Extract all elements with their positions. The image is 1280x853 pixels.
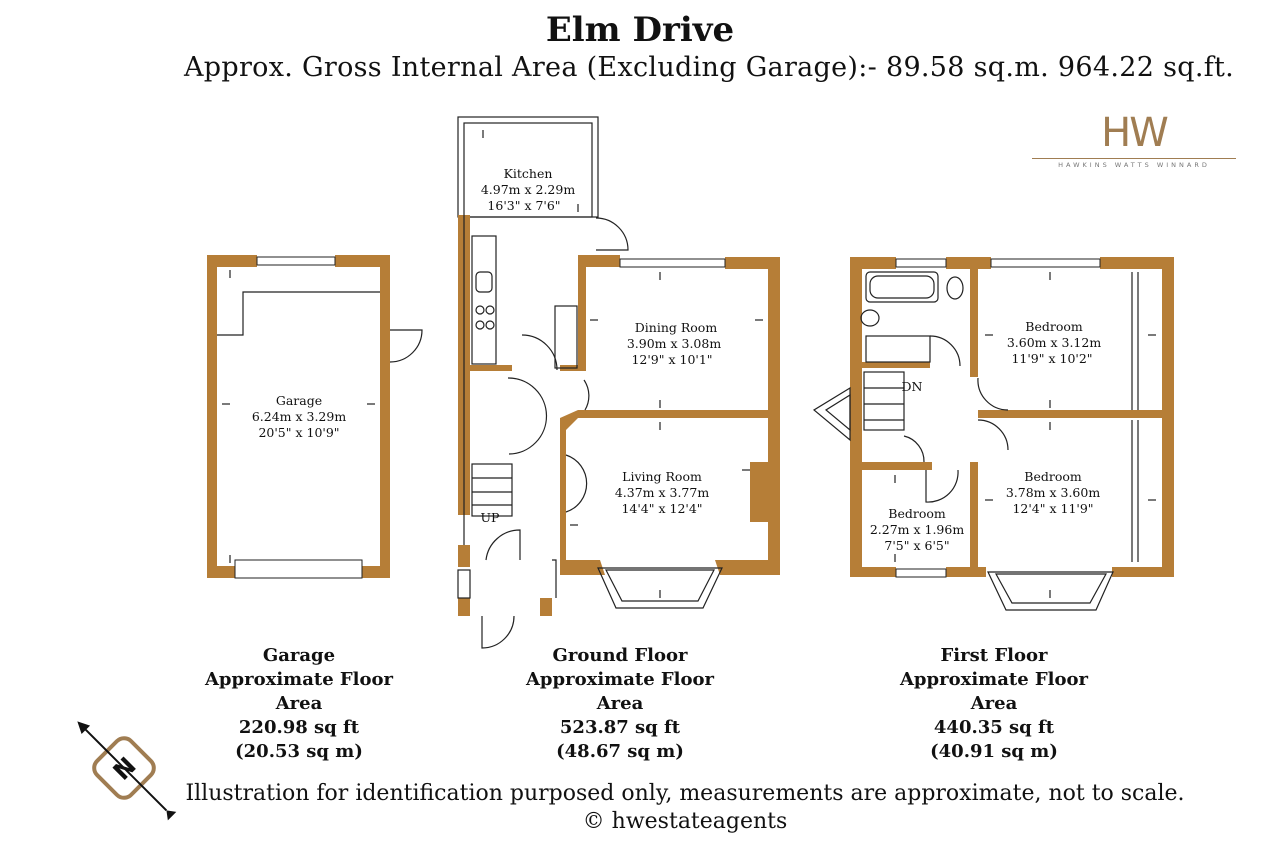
kitchen-name: Kitchen <box>504 166 553 181</box>
first-floor-plan <box>812 257 1174 611</box>
ground-caption-label: Approximate Floor Area <box>525 669 715 714</box>
garage-metric: 6.24m x 3.29m <box>252 409 347 424</box>
garage-caption-title: Garage <box>262 645 336 666</box>
first-caption-label: Approximate Floor Area <box>899 669 1089 714</box>
bedroom3-imperial: 7'5" x 6'5" <box>884 538 949 553</box>
garage-plan <box>207 255 423 579</box>
dining-imperial: 12'9" x 10'1" <box>631 352 712 367</box>
bedroom3-metric: 2.27m x 1.96m <box>870 522 965 537</box>
disclaimer-text: Illustration for identification purposed… <box>185 781 1185 806</box>
kitchen-imperial: 16'3" x 7'6" <box>487 198 560 213</box>
dining-name: Dining Room <box>635 320 718 335</box>
living-name: Living Room <box>622 469 702 484</box>
plan-title: Elm Drive <box>545 10 735 50</box>
bedroom2-imperial: 12'4" x 11'9" <box>1012 501 1093 516</box>
garage-caption-label: Approximate Floor Area <box>204 669 394 714</box>
agency-logo: HW HAWKINS WATTS WINNARD <box>1032 110 1236 169</box>
copyright-text: © hwestateagents <box>582 809 788 834</box>
kitchen-metric: 4.97m x 2.29m <box>481 182 576 197</box>
first-caption-title: First Floor <box>940 645 1048 666</box>
garage-imperial: 20'5" x 10'9" <box>258 425 339 440</box>
bedroom3-name: Bedroom <box>888 506 946 521</box>
garage-caption-sqft: 220.98 sq ft <box>238 717 360 738</box>
stairs-down-label: DN <box>902 379 923 394</box>
ground-caption-sqft: 523.87 sq ft <box>559 717 681 738</box>
bedroom2-name: Bedroom <box>1024 469 1082 484</box>
living-imperial: 14'4" x 12'4" <box>621 501 702 516</box>
footer: Illustration for identification purposed… <box>0 780 1280 836</box>
living-metric: 4.37m x 3.77m <box>615 485 710 500</box>
ground-caption-sqm: (48.67 sq m) <box>556 741 684 762</box>
logo-text: HAWKINS WATTS WINNARD <box>1058 161 1210 169</box>
logo-mark: HW <box>1101 110 1169 156</box>
ground-caption-title: Ground Floor <box>552 645 688 666</box>
bedroom1-metric: 3.60m x 3.12m <box>1007 335 1102 350</box>
first-caption-sqft: 440.35 sq ft <box>933 717 1055 738</box>
first-floor-area-caption: First Floor Approximate Floor Area 440.3… <box>874 644 1114 764</box>
bedroom1-imperial: 11'9" x 10'2" <box>1011 351 1092 366</box>
bedroom2-metric: 3.78m x 3.60m <box>1006 485 1101 500</box>
first-caption-sqm: (40.91 sq m) <box>930 741 1058 762</box>
bedroom1-name: Bedroom <box>1025 319 1083 334</box>
garage-caption-sqm: (20.53 sq m) <box>235 741 363 762</box>
dining-metric: 3.90m x 3.08m <box>627 336 722 351</box>
garage-area-caption: Garage Approximate Floor Area 220.98 sq … <box>180 644 418 764</box>
gross-area-subtitle: Approx. Gross Internal Area (Excluding G… <box>184 52 1235 83</box>
garage-name: Garage <box>276 393 322 408</box>
ground-floor-plan <box>457 116 780 649</box>
stairs-up-label: UP <box>481 510 500 525</box>
room-labels: Kitchen 4.97m x 2.29m 16'3" x 7'6" Dinin… <box>252 166 1102 553</box>
ground-floor-area-caption: Ground Floor Approximate Floor Area 523.… <box>500 644 740 764</box>
